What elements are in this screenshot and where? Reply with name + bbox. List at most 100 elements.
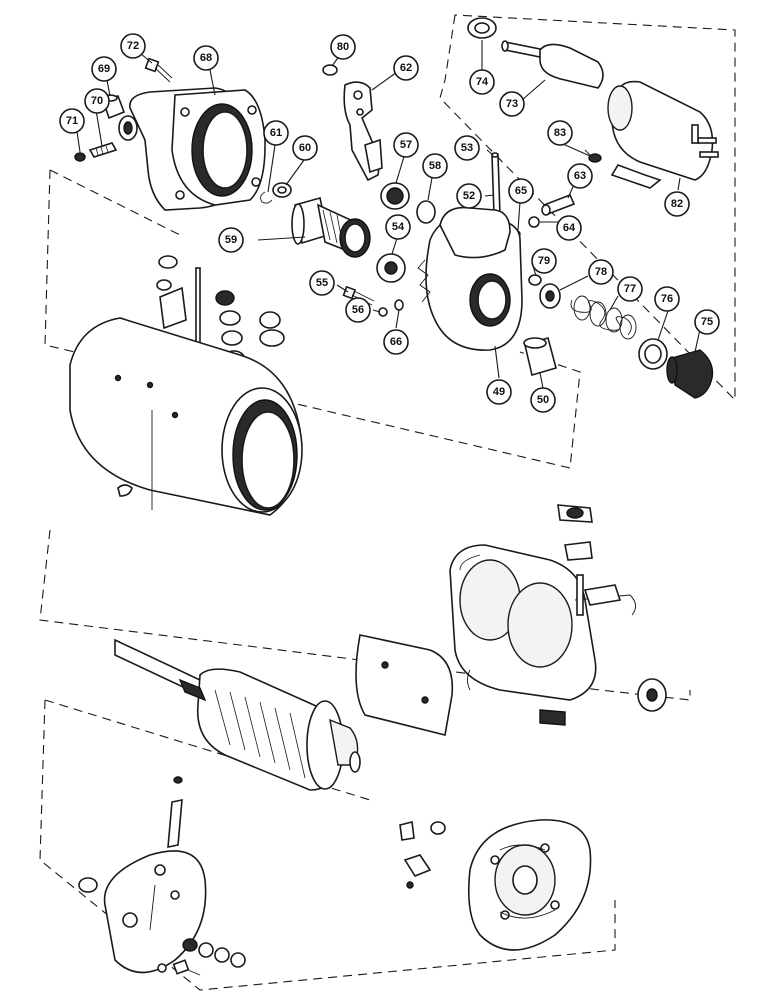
callout-circle <box>218 227 244 253</box>
callout-circle <box>59 108 85 134</box>
callout-59: 59 <box>218 227 244 253</box>
bolt-55 <box>342 285 375 306</box>
callout-number: 82 <box>671 198 683 210</box>
field-coil-assembly <box>449 544 636 701</box>
callout-number: 77 <box>624 283 636 295</box>
callout-number: 61 <box>270 127 282 139</box>
callout-circle <box>454 135 480 161</box>
pin-52-53 <box>491 152 501 216</box>
callout-65: 65 <box>508 178 534 204</box>
callout-55: 55 <box>309 270 335 296</box>
callout-number: 63 <box>574 170 586 182</box>
callout-number: 69 <box>98 63 110 75</box>
callout-number: 66 <box>390 336 402 348</box>
brush-end-plate <box>467 819 592 951</box>
bearing-57 <box>380 182 410 210</box>
shift-lever <box>343 81 383 182</box>
o-ring-58 <box>416 200 436 224</box>
callout-number: 55 <box>316 277 328 289</box>
callout-circle <box>617 276 643 302</box>
field-frame-group-outline <box>39 529 691 701</box>
callout-circle <box>345 297 371 323</box>
brush-parts <box>399 821 446 889</box>
callout-circle <box>456 183 482 209</box>
callout-circle <box>84 88 110 114</box>
callout-number: 60 <box>299 142 311 154</box>
assembly-outlines <box>39 14 736 991</box>
callout-circle <box>383 329 409 355</box>
callout-number: 68 <box>200 52 212 64</box>
callout-number: 57 <box>400 139 412 151</box>
callout-49: 49 <box>486 379 512 405</box>
callout-54: 54 <box>385 214 411 240</box>
callout-circle <box>486 379 512 405</box>
callout-number: 79 <box>538 255 550 267</box>
commutator-end-group-outline <box>39 699 616 991</box>
washer-66 <box>394 299 404 311</box>
callout-50: 50 <box>530 387 556 413</box>
washer-78 <box>539 283 561 309</box>
plug-71 <box>74 152 86 162</box>
collar-60 <box>272 182 292 198</box>
drive-housing <box>118 87 266 211</box>
solenoid-82 <box>607 80 719 189</box>
retainer-76 <box>638 338 668 370</box>
screw-83 <box>584 149 602 163</box>
callout-74: 74 <box>469 69 495 95</box>
callout-57: 57 <box>393 132 419 158</box>
drive-end-group-outline <box>44 169 581 469</box>
callout-75: 75 <box>694 309 720 335</box>
callout-circle <box>193 45 219 71</box>
callout-circle <box>309 270 335 296</box>
callout-number: 62 <box>400 62 412 74</box>
callout-circle <box>292 135 318 161</box>
spring-77 <box>570 295 637 340</box>
washer-56 <box>378 307 388 317</box>
callout-circle <box>556 215 582 241</box>
nut-79 <box>528 274 542 286</box>
callout-circle <box>263 120 289 146</box>
callout-number: 56 <box>352 304 364 316</box>
callout-number: 76 <box>661 293 673 305</box>
callout-number: 78 <box>595 266 607 278</box>
callout-77: 77 <box>617 276 643 302</box>
nut-80 <box>322 64 338 76</box>
solenoid-group-outline <box>439 14 736 402</box>
callout-71: 71 <box>59 108 85 134</box>
callout-circle <box>422 153 448 179</box>
callout-73: 73 <box>499 91 525 117</box>
callout-number: 65 <box>515 185 527 197</box>
armature <box>114 638 361 791</box>
callout-83: 83 <box>547 120 573 146</box>
callout-68: 68 <box>193 45 219 71</box>
callout-number: 80 <box>337 41 349 53</box>
callout-56: 56 <box>345 297 371 323</box>
callout-58: 58 <box>422 153 448 179</box>
washer-74 <box>467 17 497 39</box>
callout-number: 54 <box>392 221 405 233</box>
callout-circle <box>694 309 720 335</box>
callout-number: 50 <box>537 394 549 406</box>
bolt-63 <box>541 193 576 216</box>
callout-number: 75 <box>701 316 713 328</box>
callout-80: 80 <box>330 34 356 60</box>
callout-circle <box>469 69 495 95</box>
callout-70: 70 <box>84 88 110 114</box>
callout-circle <box>664 191 690 217</box>
callout-number: 72 <box>127 40 139 52</box>
callout-number: 52 <box>463 190 475 202</box>
terminal-nut <box>557 504 593 561</box>
callout-circle <box>393 132 419 158</box>
callout-number: 64 <box>563 222 576 234</box>
field-frame-housing <box>69 317 303 516</box>
callout-61: 61 <box>263 120 289 146</box>
callout-66: 66 <box>383 329 409 355</box>
gear-housing-49 <box>417 206 523 351</box>
callout-circle <box>499 91 525 117</box>
thrust-washer <box>637 678 667 712</box>
callout-number: 58 <box>429 160 441 172</box>
callout-52: 52 <box>456 183 482 209</box>
callout-number: 49 <box>493 386 505 398</box>
callout-69: 69 <box>91 56 117 82</box>
